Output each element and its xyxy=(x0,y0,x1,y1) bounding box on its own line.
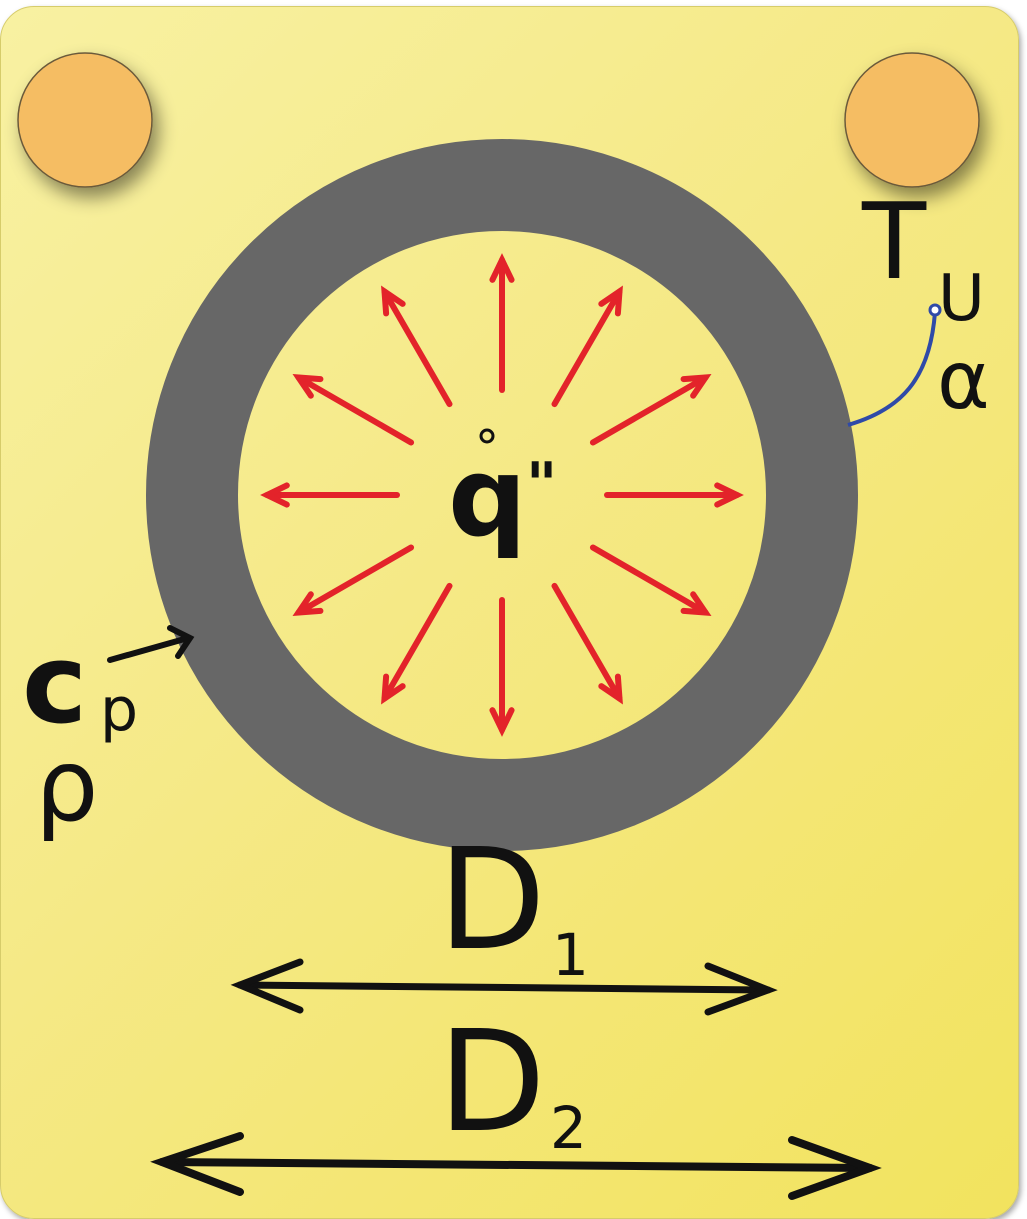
radial-arrowhead-icon xyxy=(381,673,406,705)
dot-mark xyxy=(479,428,495,444)
radial-arrowhead-icon xyxy=(381,285,406,317)
heat-capacity-subscript: p xyxy=(100,675,138,745)
radial-arrowhead-icon xyxy=(714,482,744,508)
radial-arrow-icon xyxy=(551,288,623,408)
temperature-label: T xyxy=(861,181,927,303)
density-label: ρ xyxy=(35,727,98,844)
outer-diameter-arrow xyxy=(150,1132,882,1200)
radial-arrowhead-icon xyxy=(489,707,515,737)
wire-end-dot xyxy=(928,303,942,317)
inner-diameter-arrow xyxy=(230,958,778,1016)
alpha-label: α xyxy=(937,334,990,427)
radial-arrowhead-icon xyxy=(598,285,623,317)
radial-arrow-group xyxy=(260,253,744,737)
outer-diameter-label: D xyxy=(438,1001,546,1164)
wire-line xyxy=(847,311,937,427)
inner-diameter-label: D xyxy=(438,819,546,982)
radial-arrow-icon xyxy=(295,374,415,446)
radial-arrowhead-icon xyxy=(598,673,623,705)
heat-flux-marks: " xyxy=(526,450,557,520)
pin-icon xyxy=(17,52,153,188)
pin-icon xyxy=(844,52,980,188)
temperature-subscript: U xyxy=(938,262,985,336)
outer-diameter-subscript: 2 xyxy=(550,1094,587,1162)
radial-arrowhead-icon xyxy=(489,253,515,283)
heat-capacity-label: c xyxy=(22,620,87,748)
heat-flux-label: q xyxy=(448,433,527,561)
radial-arrow-icon xyxy=(551,582,623,702)
radial-arrowhead-icon xyxy=(292,591,324,616)
inner-diameter-subscript: 1 xyxy=(552,921,589,989)
radial-arrow-icon xyxy=(589,544,709,616)
radial-arrowhead-icon xyxy=(260,482,290,508)
pointer-arrow xyxy=(107,625,195,663)
radial-arrow-icon xyxy=(381,288,453,408)
radial-arrow-icon xyxy=(295,544,415,616)
tube-wall-ring xyxy=(146,139,858,851)
radial-arrow-icon xyxy=(381,582,453,702)
radial-arrow-icon xyxy=(589,374,709,446)
radial-arrowhead-icon xyxy=(680,374,712,399)
radial-arrowhead-icon xyxy=(292,374,324,399)
radial-arrowhead-icon xyxy=(680,591,712,616)
